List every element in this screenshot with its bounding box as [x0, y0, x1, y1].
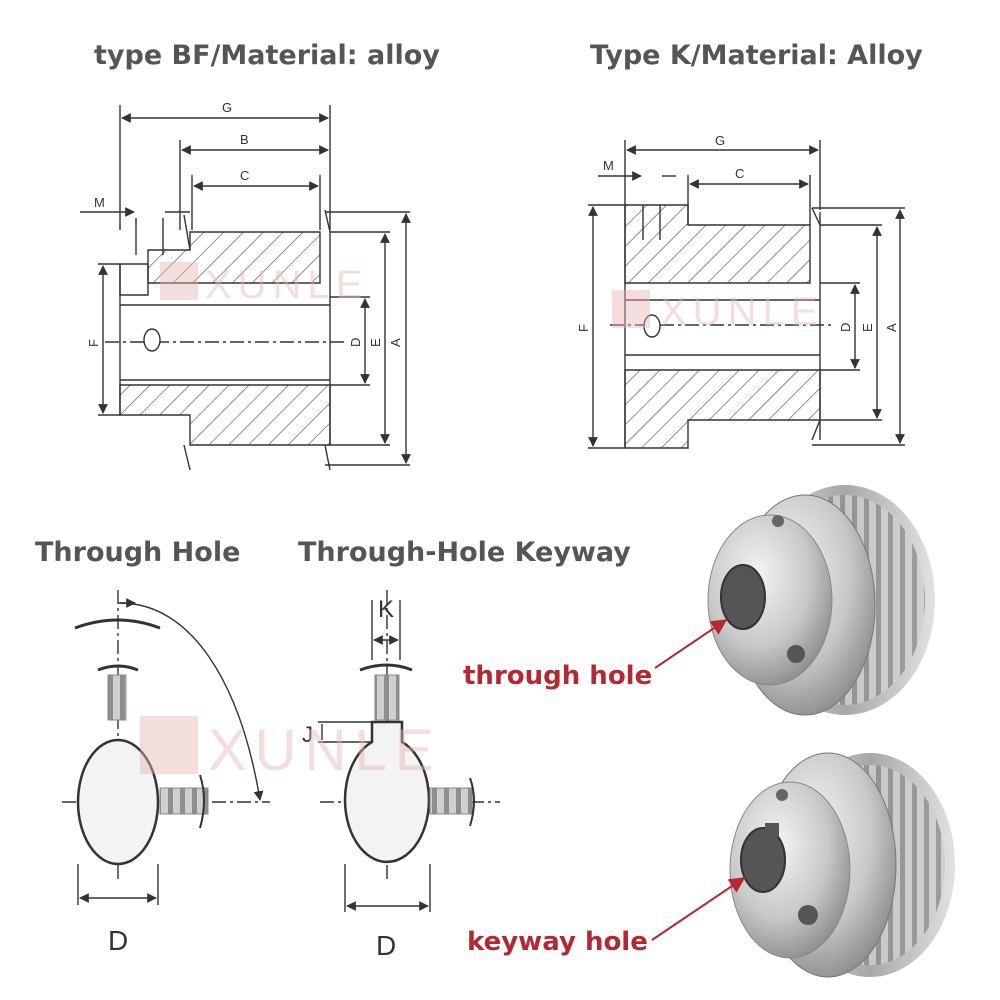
watermark-top: XUNLE — [160, 262, 368, 307]
bf-dimension-labels: G B C M F D E A — [86, 100, 403, 347]
k-label-d: D — [838, 323, 853, 332]
through-hole-bore — [76, 738, 160, 866]
keyway-label-k: K — [378, 596, 394, 623]
bf-label-m: M — [94, 195, 105, 210]
bf-label-a: A — [388, 338, 403, 347]
k-label-c: C — [735, 166, 744, 181]
k-drawing — [588, 140, 905, 449]
callout-keyway-hole: keyway hole — [467, 927, 648, 957]
title-type-bf: type BF/Material: alloy — [94, 40, 440, 71]
k-label-g: G — [715, 133, 725, 148]
keyway-label-j: J — [302, 722, 313, 747]
through-hole-drawing — [62, 590, 270, 905]
bf-label-b: B — [240, 132, 249, 147]
k-dimension-labels: G C M F D E A — [576, 133, 899, 332]
callout-arrow-keyway-hole — [651, 877, 746, 941]
k-label-a: A — [884, 323, 899, 332]
photo-bore-through — [720, 564, 766, 630]
through-hole-label-d: D — [108, 925, 128, 956]
pulley-photo-keyway — [729, 752, 955, 978]
svg-text:XUNLE: XUNLE — [205, 263, 368, 307]
keyway-dimension-labels: K J D — [302, 596, 396, 961]
keyway-drawing — [318, 590, 500, 912]
bf-lower-section — [119, 384, 331, 446]
k-set-screw — [643, 314, 661, 338]
bf-label-c: C — [240, 168, 249, 183]
title-through-hole: Through Hole — [35, 537, 241, 568]
k-label-e: E — [860, 323, 875, 332]
photo-bore-keyway — [740, 827, 786, 893]
svg-text:XUNLE: XUNLE — [660, 290, 823, 334]
watermark-bottom: XUNLE — [140, 716, 441, 783]
k-label-f: F — [576, 324, 591, 332]
bf-set-screw — [143, 328, 161, 352]
bf-label-e: E — [368, 338, 383, 347]
title-type-k: Type K/Material: Alloy — [590, 40, 923, 71]
k-label-m: M — [603, 158, 614, 173]
title-through-hole-keyway: Through-Hole Keyway — [298, 537, 631, 568]
bf-flange-right — [324, 209, 331, 471]
watermark-top-right: XUNLE — [612, 290, 823, 334]
callout-arrow-through-hole — [654, 619, 728, 669]
bf-drawing — [80, 105, 411, 471]
svg-text:XUNLE: XUNLE — [208, 718, 441, 783]
rotation-arc — [119, 602, 264, 801]
k-lower-section — [624, 369, 821, 449]
bf-label-g: G — [222, 100, 232, 115]
callout-through-hole: through hole — [463, 661, 653, 691]
pulley-photo-through-hole — [707, 485, 935, 716]
bf-label-f: F — [86, 339, 101, 347]
bf-flange-left — [183, 214, 191, 471]
keyway-bore — [343, 720, 431, 864]
k-upper-section — [624, 204, 811, 284]
keyway-label-d: D — [376, 930, 396, 961]
bf-label-d: D — [348, 338, 363, 347]
